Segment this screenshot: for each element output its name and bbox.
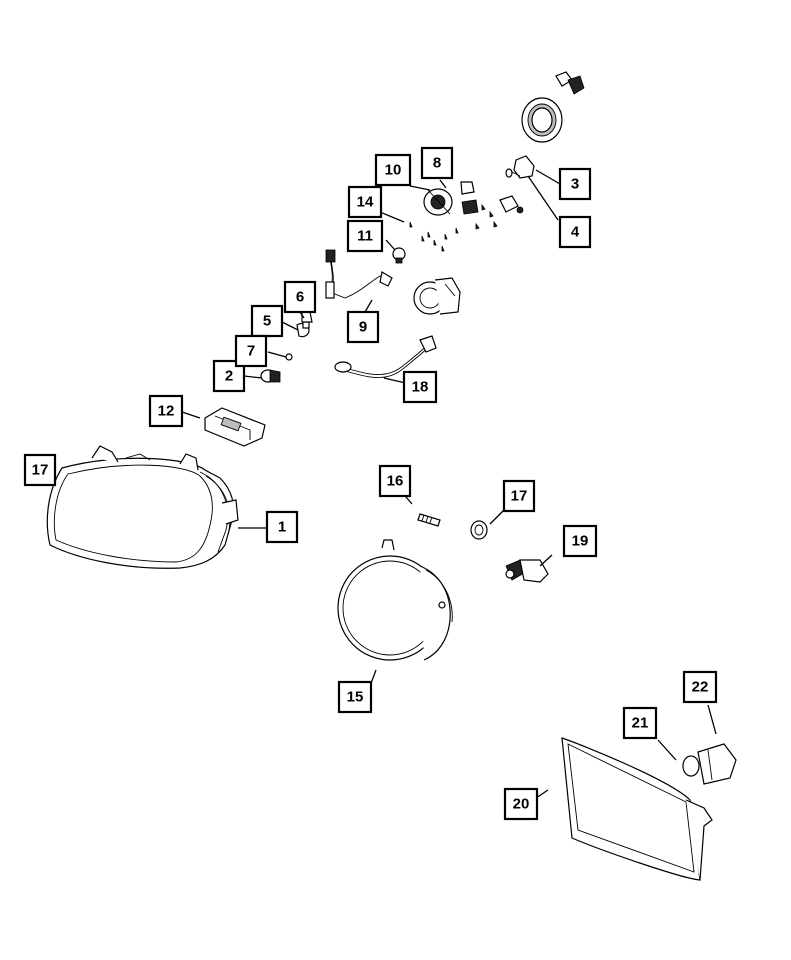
bracket-10[interactable]: [423, 188, 453, 216]
socket-22[interactable]: [697, 743, 737, 785]
callout-17-left[interactable]: 17: [23, 453, 57, 487]
projector-module[interactable]: [413, 277, 461, 315]
callout-16-label: 16: [387, 473, 404, 490]
bulb-5[interactable]: [296, 321, 310, 338]
callout-5-label: 5: [263, 313, 271, 330]
callout-3-label: 3: [571, 176, 579, 193]
callout-2-label: 2: [225, 368, 233, 385]
callout-19[interactable]: 19: [562, 524, 598, 558]
wire-harness-9[interactable]: [325, 249, 393, 299]
bulb-11[interactable]: [392, 247, 406, 264]
callout-4-label: 4: [571, 224, 580, 241]
clips-8[interactable]: [460, 181, 524, 230]
callout-17-right-label: 17: [511, 488, 528, 505]
callout-10[interactable]: 10: [374, 153, 412, 187]
callout-22[interactable]: 22: [682, 670, 718, 704]
callout-21-label: 21: [632, 715, 649, 732]
callout-17-left-label: 17: [32, 462, 49, 479]
seal-7[interactable]: [285, 353, 293, 361]
callout-1[interactable]: 1: [265, 510, 299, 544]
callout-11-label: 11: [357, 228, 373, 245]
callout-14[interactable]: 14: [347, 185, 383, 219]
callout-1-label: 1: [278, 519, 286, 536]
callout-10-label: 10: [385, 162, 402, 179]
callout-19-label: 19: [572, 533, 589, 550]
callout-15-label: 15: [347, 689, 364, 706]
fog-lamp-15[interactable]: [337, 539, 453, 661]
screws-14[interactable]: [409, 221, 459, 252]
bulb-2[interactable]: [260, 369, 281, 383]
callout-7[interactable]: 7: [234, 334, 268, 368]
callout-6[interactable]: 6: [283, 280, 317, 314]
callout-8-label: 8: [433, 155, 441, 172]
cover-ring-4[interactable]: [521, 97, 563, 143]
callout-16[interactable]: 16: [378, 464, 412, 498]
adjuster-16[interactable]: [417, 513, 441, 527]
callout-8[interactable]: 8: [420, 146, 454, 180]
callout-7-label: 7: [247, 343, 255, 360]
callout-9-label: 9: [359, 319, 367, 336]
callout-6-label: 6: [296, 289, 304, 306]
callout-12[interactable]: 12: [148, 394, 184, 428]
side-marker-20[interactable]: [561, 737, 713, 881]
wire-harness-18[interactable]: [334, 335, 437, 378]
callout-20-label: 20: [513, 796, 530, 813]
bulb-21[interactable]: [682, 755, 700, 777]
grommet-17[interactable]: [470, 520, 488, 540]
callout-20[interactable]: 20: [503, 787, 539, 821]
control-module[interactable]: [204, 407, 266, 447]
callout-22-label: 22: [692, 679, 709, 696]
callout-11[interactable]: 11: [346, 219, 384, 253]
callout-12-label: 12: [158, 403, 175, 420]
leader-lines: [181, 169, 717, 799]
callout-2[interactable]: 2: [212, 359, 246, 393]
callout-5[interactable]: 5: [250, 304, 284, 338]
callout-14-label: 14: [357, 194, 374, 211]
bulb-3[interactable]: [505, 155, 535, 179]
headlamp-assembly[interactable]: [46, 445, 239, 569]
socket-19[interactable]: [505, 559, 549, 583]
callout-17-right[interactable]: 17: [502, 479, 536, 513]
callout-3[interactable]: 3: [558, 167, 592, 201]
callout-9[interactable]: 9: [346, 310, 380, 344]
callout-4[interactable]: 4: [558, 215, 592, 249]
callout-21[interactable]: 21: [622, 706, 658, 740]
connector-top[interactable]: [555, 71, 585, 95]
callout-15[interactable]: 15: [337, 680, 373, 714]
callout-18-label: 18: [412, 379, 429, 396]
callout-18[interactable]: 18: [402, 370, 438, 404]
